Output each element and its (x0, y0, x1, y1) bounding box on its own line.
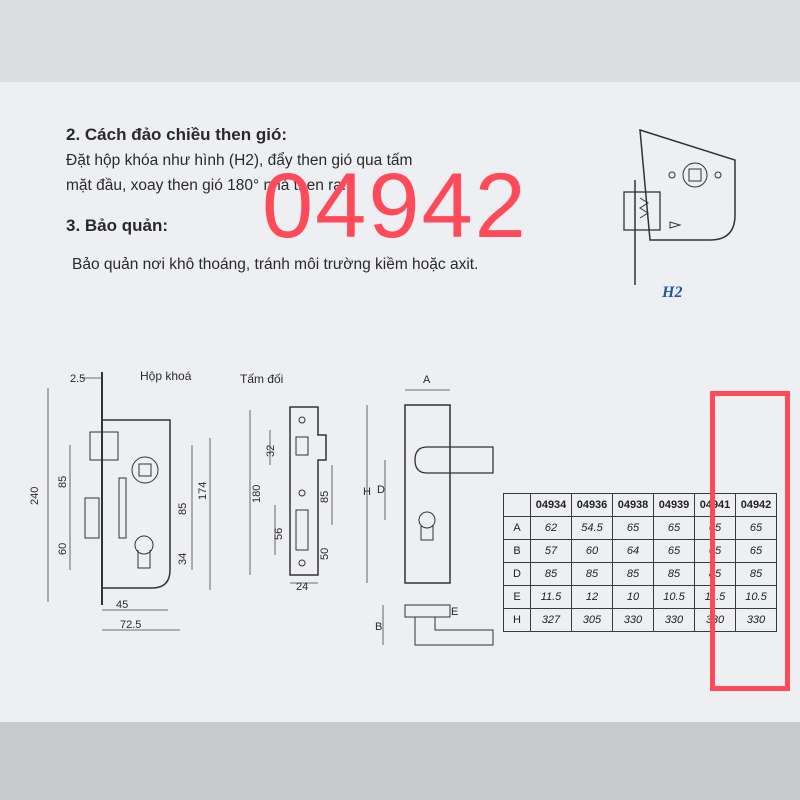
spec-table: 04934 04936 04938 04939 04941 04942 A 62… (503, 493, 777, 632)
dim-2-5: 2.5 (70, 373, 85, 385)
spec-cell: 10 (612, 585, 654, 609)
dim-240: 240 (29, 487, 41, 505)
spec-col-header: 04938 (612, 493, 654, 517)
spec-cell: 12 (571, 585, 613, 609)
spec-cell: 305 (571, 608, 613, 632)
spec-cell: 85 (653, 562, 695, 586)
dim-24: 24 (296, 581, 308, 593)
dim-180: 180 (251, 485, 263, 503)
section3-line1: Bảo quản nơi khô thoáng, tránh môi trườn… (72, 256, 479, 273)
spec-row-label: H (503, 608, 531, 632)
highlight-column-frame (710, 391, 790, 691)
spec-cell: 330 (612, 608, 654, 632)
spec-cell: 54.5 (571, 516, 613, 540)
model-code-overlay: 04942 (262, 155, 528, 257)
spec-row-label: A (503, 516, 531, 540)
dim-H: H (363, 486, 371, 498)
spec-cell: 65 (735, 516, 777, 540)
spec-table-row: H 327 305 330 330 330 330 (503, 608, 777, 632)
spec-cell: 60 (571, 539, 613, 563)
spec-cell: 65 (735, 539, 777, 563)
spec-col-header: 04936 (571, 493, 613, 517)
dim-45: 45 (116, 599, 128, 611)
dim-B: B (375, 621, 382, 633)
dim-A: A (423, 374, 431, 386)
dim-85-left: 85 (57, 476, 69, 488)
strike-plate-label: Tấm đối (240, 372, 283, 386)
h2-lock-illustration (623, 128, 736, 285)
dim-85-right: 85 (177, 503, 189, 515)
dim-E: E (451, 606, 458, 618)
spec-row-label: B (503, 539, 531, 563)
dim-85-strike: 85 (319, 491, 331, 503)
box-bottom-edge (0, 722, 800, 800)
spec-cell: 65 (653, 516, 695, 540)
spec-table-row: B 57 60 64 65 65 65 (503, 539, 777, 563)
dim-32: 32 (265, 445, 277, 457)
spec-cell: 64 (612, 539, 654, 563)
spec-cell: 62 (530, 516, 572, 540)
strike-plate-diagram: Tấm đối 32 180 85 56 50 24 (240, 372, 333, 593)
dim-50: 50 (319, 548, 331, 560)
dim-72-5: 72.5 (120, 619, 141, 631)
spec-cell: 327 (530, 608, 572, 632)
spec-cell: 85 (735, 562, 777, 586)
dim-D: D (377, 484, 385, 496)
dim-34: 34 (177, 553, 189, 565)
section3-title: 3. Bảo quản: (66, 216, 169, 235)
spec-cell: 57 (530, 539, 572, 563)
lock-box-label: Hộp khoá (140, 369, 192, 383)
handle-diagram: A H D B E (363, 374, 494, 646)
spec-cell: 85 (612, 562, 654, 586)
spec-table-header-row: 04934 04936 04938 04939 04941 04942 (503, 493, 777, 517)
spec-cell: 11.5 (530, 585, 572, 609)
spec-cell: 65 (653, 539, 695, 563)
h2-label: H2 (662, 284, 683, 301)
spec-row-label: E (503, 585, 531, 609)
dim-174: 174 (197, 482, 209, 500)
spec-cell: 330 (653, 608, 695, 632)
spec-cell: 65 (612, 516, 654, 540)
section2-title: 2. Cách đảo chiều then gió: (66, 125, 288, 144)
section2-line1: Đặt hộp khóa như hình (H2), đẩy then gió… (66, 152, 413, 169)
dim-60: 60 (57, 543, 69, 555)
spec-col-header: 04939 (653, 493, 695, 517)
spec-table-row: A 62 54.5 65 65 65 65 (503, 516, 777, 540)
spec-table-corner (503, 493, 531, 517)
lock-body-diagram: 2.5 Hộp khoá 240 85 60 85 174 34 45 72.5 (29, 369, 211, 631)
spec-col-header: 04941 (694, 493, 736, 517)
spec-table-row: E 11.5 12 10 10.5 11.5 10.5 (503, 585, 777, 609)
section2-line2: mặt đầu, xoay then gió 180° nhả then ra. (66, 177, 347, 194)
spec-cell: 10.5 (653, 585, 695, 609)
dim-56: 56 (273, 528, 285, 540)
spec-cell: 85 (571, 562, 613, 586)
spec-cell: 330 (735, 608, 777, 632)
spec-cell: 85 (530, 562, 572, 586)
spec-row-label: D (503, 562, 531, 586)
spec-table-row: D 85 85 85 85 85 85 (503, 562, 777, 586)
spec-col-header: 04934 (530, 493, 572, 517)
